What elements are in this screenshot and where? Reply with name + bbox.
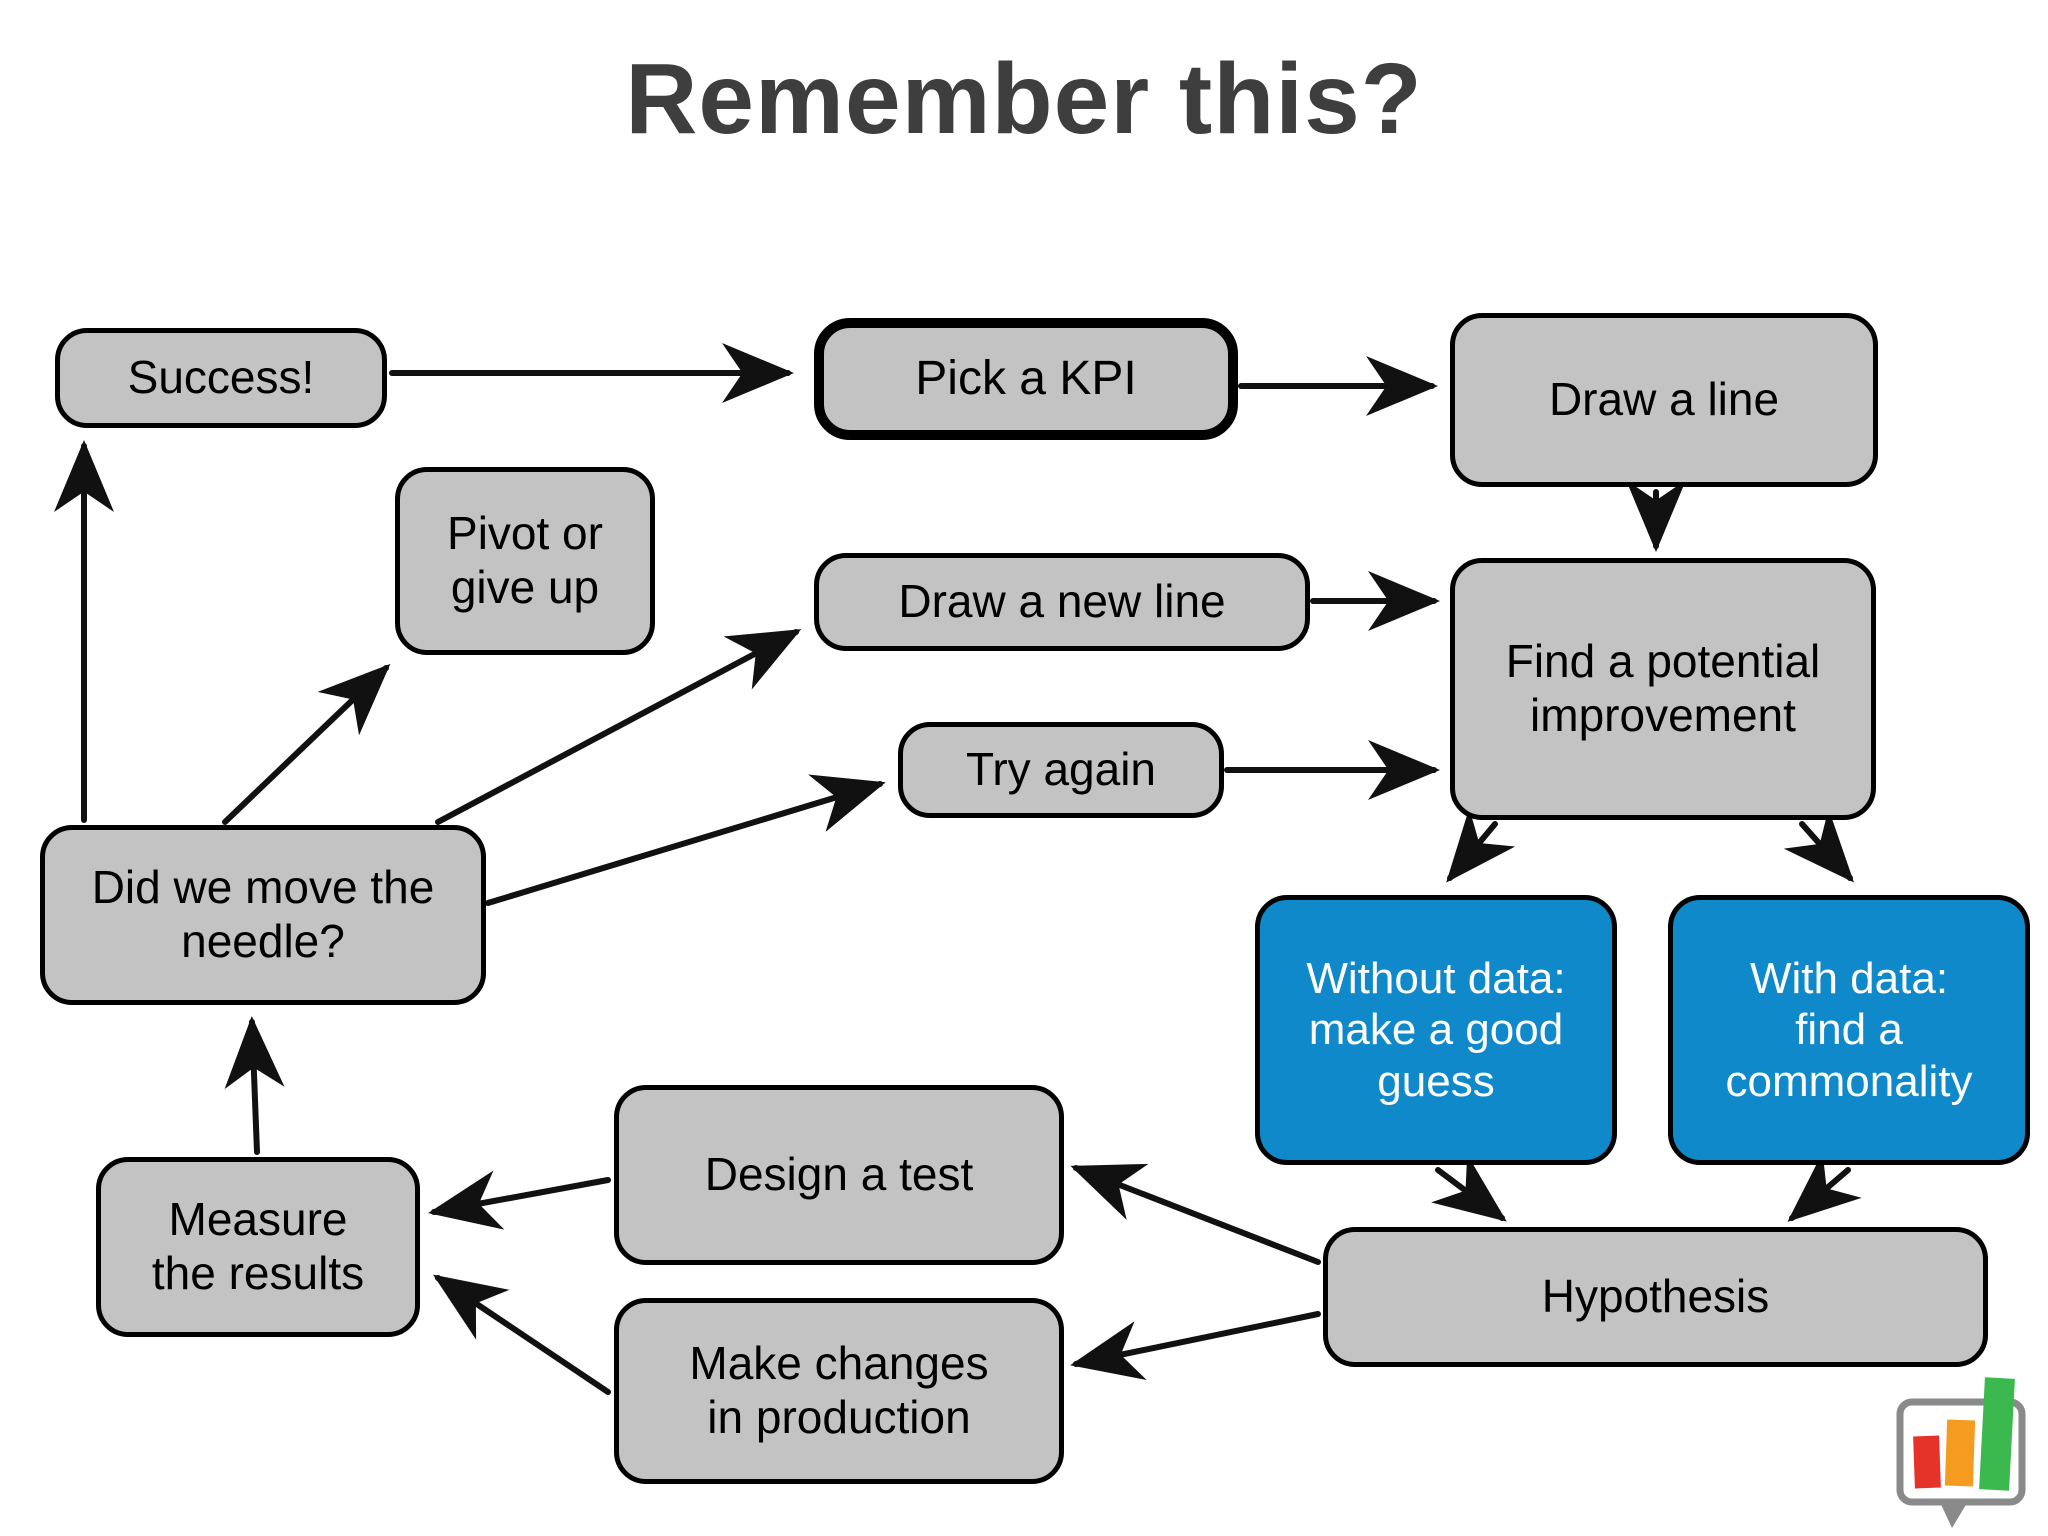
node-make-changes: Make changes in production [614, 1298, 1064, 1484]
arrow-hypothesis-to-changes [1070, 1311, 1321, 1381]
node-with-data: With data: find a commonality [1668, 895, 2030, 1165]
arrow-needle-to-new-line [435, 629, 802, 825]
arrow-without-to-hypothesis [1431, 1154, 1507, 1222]
arrow-design-to-measure [428, 1170, 611, 1230]
node-pivot-or-give-up: Pivot or give up [395, 467, 655, 655]
node-try-again: Try again [898, 722, 1224, 818]
node-success: Success! [55, 328, 387, 428]
node-without-data: Without data: make a good guess [1255, 895, 1617, 1165]
arrow-measure-to-needle [224, 1016, 285, 1155]
arrow-improvement-to-without [1446, 808, 1516, 883]
node-draw-new-line: Draw a new line [814, 553, 1310, 651]
arrow-with-to-hypothesis [1787, 1152, 1862, 1222]
arrow-hypothesis-to-design [1070, 1163, 1321, 1265]
node-draw-line: Draw a line [1450, 313, 1878, 487]
arrow-improvement-to-with [1783, 808, 1854, 883]
node-hypothesis: Hypothesis [1323, 1227, 1988, 1367]
node-pick-kpi: Pick a KPI [814, 318, 1238, 440]
bar-chart-logo [1896, 1377, 2026, 1528]
page-title: Remember this? [625, 43, 1423, 155]
node-measure-results: Measure the results [96, 1157, 420, 1337]
node-did-we-move: Did we move the needle? [40, 825, 486, 1005]
arrow-changes-to-measure [433, 1274, 611, 1395]
arrow-needle-to-pivot [222, 663, 391, 825]
arrow-needle-to-try-again [485, 774, 886, 906]
node-find-improvement: Find a potential improvement [1450, 558, 1876, 820]
node-design-test: Design a test [614, 1085, 1064, 1265]
